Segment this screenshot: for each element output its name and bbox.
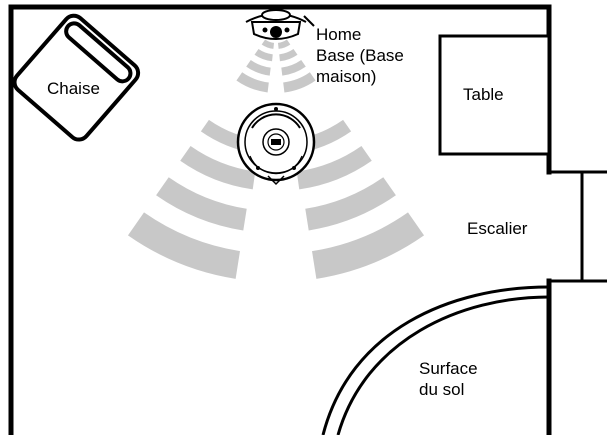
floor-surface-rug — [321, 285, 550, 435]
signal-arc-right-7 — [156, 177, 247, 231]
home-base-icon — [245, 9, 315, 40]
signal-waves — [127, 39, 425, 279]
floor-surface-label-line-2: du sol — [419, 380, 465, 399]
robot-vacuum-icon — [236, 102, 316, 186]
home-base-label-line-1: Home — [316, 25, 362, 44]
home-base-label-line-2: Base (Base — [316, 46, 404, 65]
signal-arc-right-6 — [180, 145, 256, 190]
chair-shape — [12, 13, 141, 142]
signal-arc-right-3 — [246, 59, 271, 76]
table-label: Table — [463, 85, 504, 104]
signal-arc-right-8 — [127, 212, 241, 279]
stairs — [549, 170, 607, 283]
home-base-label-line-3: maison) — [316, 67, 377, 86]
signal-arc-left-8 — [311, 212, 425, 279]
stairs-label: Escalier — [467, 219, 528, 238]
signal-arc-left-7 — [305, 177, 396, 231]
table-shape — [438, 34, 551, 156]
signal-arc-left-6 — [296, 145, 372, 190]
chair-label: Chaise — [47, 79, 100, 98]
floor-surface-label: Surface du sol — [419, 358, 478, 400]
signal-arc-right-2 — [254, 48, 273, 62]
signal-arc-left-1 — [277, 39, 291, 49]
floor-surface-label-line-1: Surface — [419, 359, 478, 378]
signal-arc-left-4 — [282, 72, 316, 93]
home-base-label: Home Base (Base maison) — [316, 24, 404, 87]
signal-arc-right-4 — [236, 72, 270, 93]
signal-arc-left-3 — [281, 59, 306, 76]
signal-arc-right-1 — [261, 39, 275, 49]
signal-arc-left-2 — [279, 48, 298, 62]
